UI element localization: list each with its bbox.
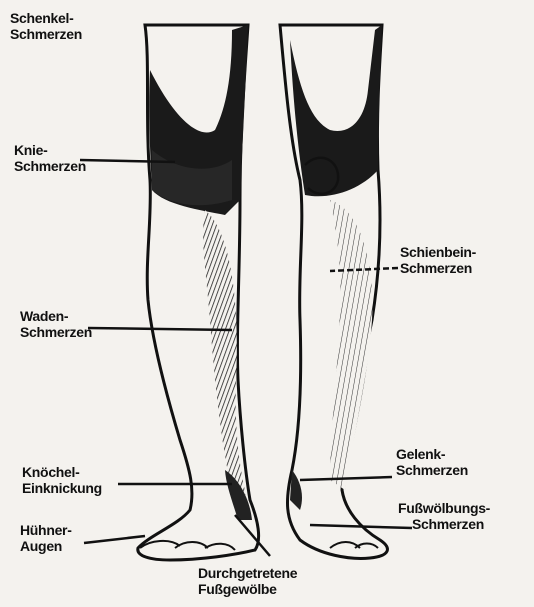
label-gelenk-line1: Gelenk- bbox=[396, 446, 468, 462]
label-gelenk-schmerzen: Gelenk- Schmerzen bbox=[396, 446, 468, 478]
label-waden-schmerzen: Waden- Schmerzen bbox=[20, 308, 92, 340]
label-knoechel-line2: Einknickung bbox=[22, 480, 102, 496]
label-huehner-augen: Hühner- Augen bbox=[20, 522, 72, 554]
label-huehner-line2: Augen bbox=[20, 538, 72, 554]
label-durchgetretene-fussgewoelbe: Durchgetretene Fußgewölbe bbox=[198, 565, 297, 597]
pointer-huehner bbox=[84, 536, 145, 543]
label-knoechel-einknickung: Knöchel- Einknickung bbox=[22, 464, 102, 496]
label-durchgetreten-line2: Fußgewölbe bbox=[198, 581, 297, 597]
label-schenkel-line2: Schmerzen bbox=[10, 26, 82, 42]
label-waden-line2: Schmerzen bbox=[20, 324, 92, 340]
label-schienbein-schmerzen: Schienbein- Schmerzen bbox=[400, 244, 476, 276]
label-gelenk-line2: Schmerzen bbox=[396, 462, 468, 478]
label-knie-schmerzen: Knie- Schmerzen bbox=[14, 142, 86, 174]
left-leg bbox=[138, 25, 259, 560]
label-schenkel-schmerzen: Schenkel- Schmerzen bbox=[10, 10, 82, 42]
label-knoechel-line1: Knöchel- bbox=[22, 464, 102, 480]
label-durchgetreten-line1: Durchgetretene bbox=[198, 565, 297, 581]
label-knie-line1: Knie- bbox=[14, 142, 86, 158]
label-waden-line1: Waden- bbox=[20, 308, 92, 324]
label-knie-line2: Schmerzen bbox=[14, 158, 86, 174]
label-fusswoelbung-line2: Schmerzen bbox=[398, 516, 490, 532]
label-huehner-line1: Hühner- bbox=[20, 522, 72, 538]
label-schienbein-line1: Schienbein- bbox=[400, 244, 476, 260]
label-schienbein-line2: Schmerzen bbox=[400, 260, 476, 276]
label-fusswoelbung-schmerzen: Fußwölbungs- Schmerzen bbox=[398, 500, 490, 532]
label-schenkel-line1: Schenkel- bbox=[10, 10, 82, 26]
label-fusswoelbung-line1: Fußwölbungs- bbox=[398, 500, 490, 516]
